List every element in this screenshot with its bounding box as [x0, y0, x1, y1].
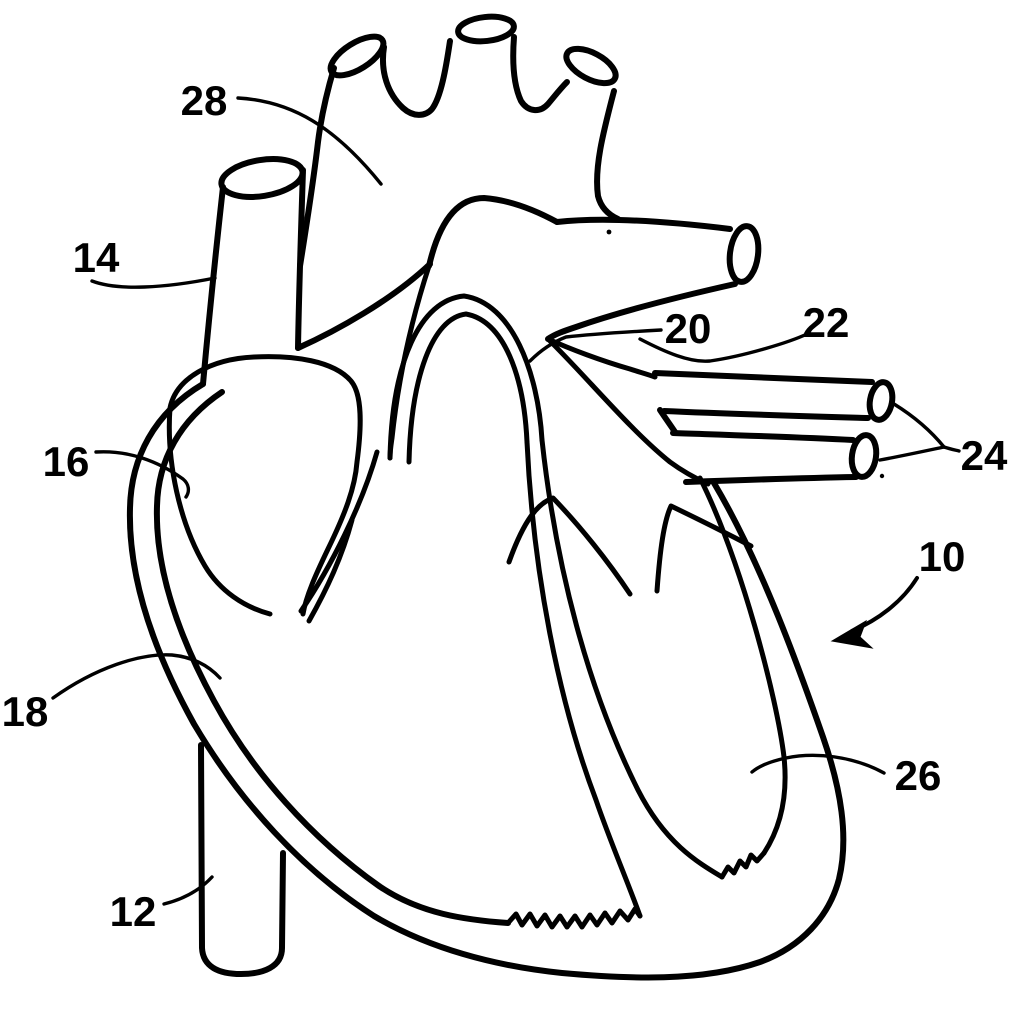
leader-24-bracket-lower	[878, 445, 946, 462]
arrow-10-head	[830, 619, 874, 649]
ref-label-26: 26	[895, 752, 942, 799]
tricuspid-valve-leaflet-2	[306, 517, 355, 624]
ref-label-16: 16	[43, 438, 90, 485]
pulmonary-artery-top-edge	[554, 216, 733, 232]
atria-roof-line	[295, 261, 433, 351]
ref-label-28: 28	[181, 77, 228, 124]
tricuspid-valve-leaflet-1	[298, 449, 380, 614]
arch-branch-2-opening	[455, 13, 517, 45]
leader-26	[750, 753, 886, 775]
internal-structures	[166, 263, 754, 919]
leader-24-tail	[942, 445, 961, 453]
svc-opening-ellipse	[218, 156, 306, 200]
leader-16	[94, 450, 191, 499]
pulmonary-vein-1-opening	[866, 379, 896, 423]
scan-speck-1	[606, 229, 612, 235]
ref-label-18: 18	[2, 688, 49, 735]
leader-12	[162, 875, 214, 906]
right-ventricle-trabeculae-zigzag	[505, 906, 643, 930]
left-ventricle-inner-wall	[697, 475, 788, 856]
heart-walls	[126, 261, 847, 981]
leader-22	[638, 332, 809, 363]
mitral-valve-leaflet-2	[654, 503, 754, 594]
arch-branch-1-2-web	[380, 38, 453, 118]
leader-28	[236, 96, 383, 186]
mitral-valve-leaflet-1	[506, 495, 633, 597]
pulmonary-vein-2-top-edge	[670, 430, 856, 443]
heart-inner-wall	[153, 389, 511, 926]
leader-lines	[51, 96, 961, 906]
ref-label-12: 12	[110, 888, 157, 935]
ref-label-14: 14	[73, 234, 120, 281]
interatrial-septum-outer	[387, 293, 545, 461]
ivc-tube	[198, 742, 286, 977]
pulmonary-vein-1-top-edge	[652, 370, 875, 385]
pulmonary-artery-opening	[726, 223, 762, 285]
svc-left-edge	[200, 184, 226, 387]
pulmonary-vein-1-bottom-edge	[661, 408, 871, 421]
great-vessels	[198, 13, 896, 977]
ref-label-20: 20	[665, 305, 712, 352]
arch-branch-2-3-web	[510, 34, 570, 113]
ref-label-24: 24	[961, 432, 1008, 479]
leader-14	[90, 276, 217, 289]
arch-branch-3-opening	[563, 45, 619, 87]
left-atrium-roof-line	[545, 336, 658, 380]
pulmonary-artery-bottom-edge	[545, 281, 738, 342]
interventricular-septum-left	[524, 439, 643, 919]
pulmonary-vein-2-opening	[848, 432, 880, 480]
leader-20	[528, 328, 663, 363]
leader-18	[51, 653, 222, 700]
left-ventricle-trabeculae-zigzag	[719, 850, 767, 880]
interatrial-septum-inner	[406, 311, 530, 465]
right-atrium-chamber	[166, 354, 363, 617]
leader-24-bracket-upper	[892, 402, 946, 449]
ref-label-10: 10	[919, 533, 966, 580]
reference-labels: 28 14 20 22 24 16 10 18 26 12	[2, 77, 1008, 935]
left-atrium-floor-line	[545, 336, 711, 487]
ref-label-22: 22	[803, 299, 850, 346]
scan-speck-2	[879, 473, 885, 479]
interventricular-septum-right	[539, 437, 725, 880]
aorta-left-edge	[297, 65, 337, 269]
aorta-right-edge	[594, 88, 621, 222]
heart-outer-wall	[126, 381, 847, 981]
pulmonary-vein-2-bottom-edge	[683, 474, 859, 485]
pulmonary-root-hump	[426, 195, 560, 269]
